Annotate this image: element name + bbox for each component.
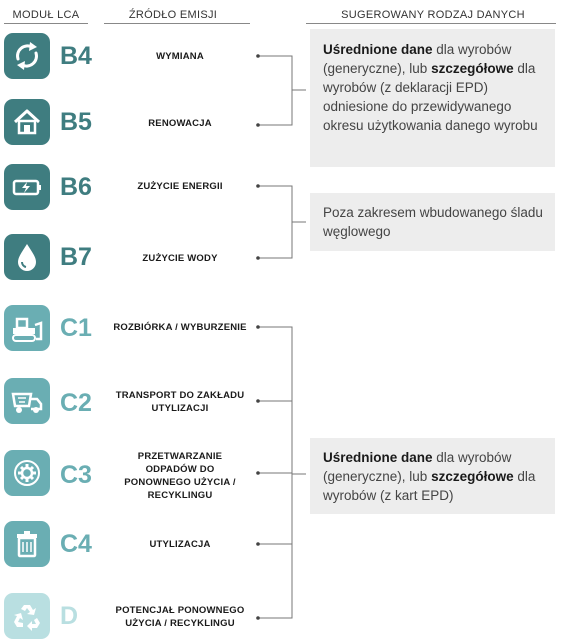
- module-code-c1: C1: [60, 314, 92, 342]
- dump-truck-icon: [4, 378, 50, 424]
- box-text: dla wyrobów (generyczne), lub: [323, 450, 512, 484]
- box-text: dla wyrobów (generyczne), lub: [323, 42, 512, 76]
- house-repair-icon: [4, 99, 50, 145]
- box-bold-average: Uśrednione dane: [323, 42, 433, 57]
- box-bold-detailed: szczegółowe: [431, 469, 514, 484]
- gear-cycle-icon: [4, 450, 50, 496]
- source-label-d: POTENCJAŁ PONOWNEGO UŻYCIA / RECYKLINGU: [115, 605, 245, 629]
- box-text: Poza zakresem wbudowanego śladu węgloweg…: [323, 205, 543, 239]
- source-label-c4: UTYLIZACJA: [149, 539, 211, 550]
- source-label-c2: TRANSPORT DO ZAKŁADU UTYLIZACJI: [115, 390, 245, 414]
- header-data-type-underline: [306, 23, 556, 24]
- module-code-c2: C2: [60, 389, 92, 417]
- module-code-c4: C4: [60, 530, 92, 558]
- source-label-b7: ZUŻYCIE WODY: [142, 253, 218, 264]
- data-type-box-end-of-life: Uśrednione dane dla wyrobów (generyczne)…: [310, 438, 555, 514]
- header-data-type: SUGEROWANY RODZAJ DANYCH: [341, 9, 525, 21]
- recycle-symbol-icon: [4, 593, 50, 639]
- source-label-b6: ZUŻYCIE ENERGII: [137, 181, 223, 192]
- battery-charging-icon: [4, 164, 50, 210]
- data-type-box-out-of-scope: Poza zakresem wbudowanego śladu węgloweg…: [310, 193, 555, 251]
- box-text: dla wyrobów (z deklaracji EPD) odniesion…: [323, 61, 538, 133]
- recycle-arrows-icon: [4, 33, 50, 79]
- source-label-c3: PRZETWARZANIE ODPADÓW DO PONOWNEGO UŻYCI…: [124, 451, 236, 501]
- water-drop-icon: [4, 234, 50, 280]
- source-label-c1: ROZBIÓRKA / WYBURZENIE: [113, 322, 247, 333]
- module-code-b6: B6: [60, 173, 92, 201]
- trash-bin-icon: [4, 521, 50, 567]
- module-code-b5: B5: [60, 108, 92, 136]
- box-bold-detailed: szczegółowe: [431, 61, 514, 76]
- module-code-c3: C3: [60, 461, 92, 489]
- box-bold-average: Uśrednione dane: [323, 450, 433, 465]
- header-module: MODUŁ LCA: [12, 9, 80, 21]
- data-type-box-use-stage: Uśrednione dane dla wyrobów (generyczne)…: [310, 29, 555, 167]
- module-code-b4: B4: [60, 42, 92, 70]
- box-text: dla wyrobów (z kart EPD): [323, 469, 536, 503]
- source-label-b4: WYMIANA: [156, 51, 204, 62]
- module-code-b7: B7: [60, 243, 92, 271]
- header-source: ŹRÓDŁO EMISJI: [128, 9, 218, 21]
- header-module-underline: [4, 23, 88, 24]
- bulldozer-icon: [4, 305, 50, 351]
- header-source-underline: [104, 23, 250, 24]
- source-label-b5: RENOWACJA: [148, 118, 212, 129]
- module-code-d: D: [60, 602, 79, 630]
